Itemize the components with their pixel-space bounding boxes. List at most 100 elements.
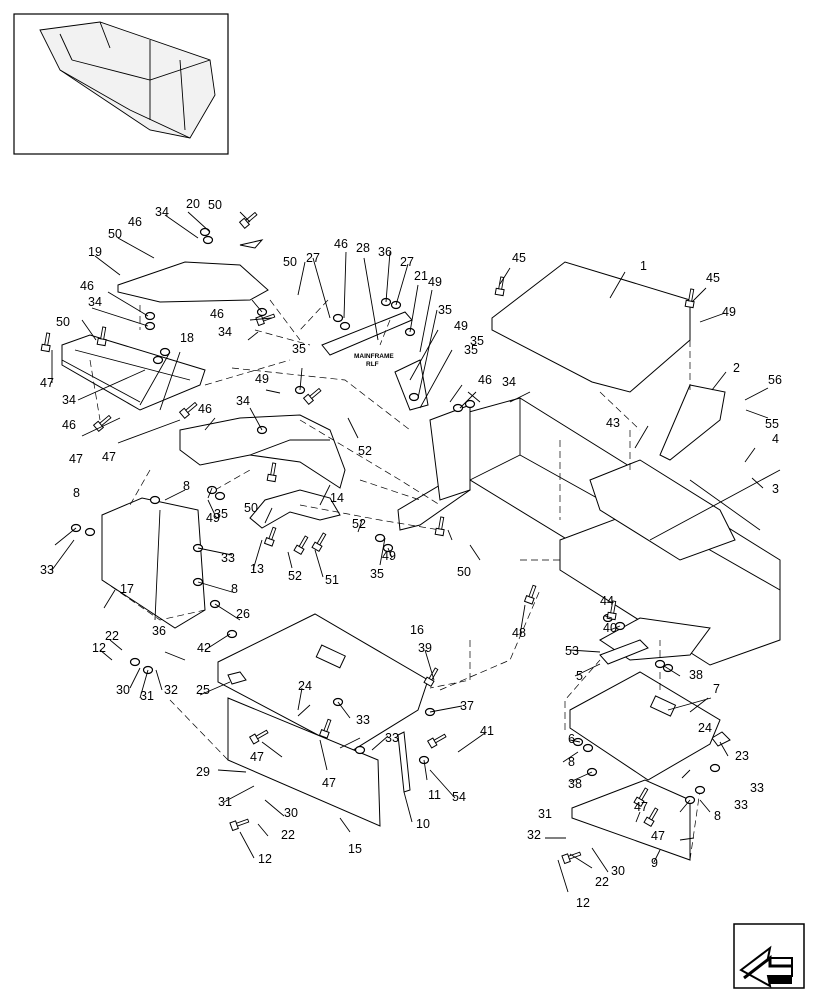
callout-19: 19 (88, 245, 102, 259)
callout-47-6: 47 (634, 800, 648, 814)
panel-9 (571, 779, 691, 861)
callout-50-4: 50 (56, 315, 70, 329)
callout-25: 25 (196, 683, 210, 697)
callout-46-7: 46 (334, 237, 348, 251)
callout-35-5: 35 (370, 567, 384, 581)
callout-46-3: 46 (210, 307, 224, 321)
washer-glyph (408, 392, 420, 402)
callout-47: 47 (40, 376, 54, 390)
fastener-glyphs (40, 211, 721, 865)
bolt-glyph (434, 516, 445, 537)
callout-5: 5 (576, 669, 583, 683)
callout-34-3: 34 (218, 325, 232, 339)
washer-glyph (354, 745, 366, 755)
callout-50-6: 50 (457, 565, 471, 579)
callout-46-4: 46 (62, 418, 76, 432)
callout-13: 13 (250, 562, 264, 576)
callout-2: 2 (733, 361, 740, 375)
callout-52-2: 52 (352, 517, 366, 531)
callout-7: 7 (713, 682, 720, 696)
callout-47-3: 47 (102, 450, 116, 464)
washer-glyph (339, 321, 351, 331)
assembly-lines (89, 299, 701, 861)
callout-47-4: 47 (250, 750, 264, 764)
bolt-glyph (229, 818, 250, 832)
callout-43: 43 (606, 416, 620, 430)
callout-34-2: 34 (88, 295, 102, 309)
callout-35-2: 35 (470, 334, 484, 348)
callout-6: 6 (568, 732, 575, 746)
callout-52: 52 (358, 444, 372, 458)
washer-glyph (464, 399, 476, 409)
callout-12: 12 (92, 641, 106, 655)
bolt-glyph (238, 211, 258, 229)
bracket-21 (394, 359, 429, 411)
callout-33-3: 33 (356, 713, 370, 727)
callout-50-2: 50 (108, 227, 122, 241)
bolt-glyph (302, 387, 322, 405)
mainframe-sublabel: RLF (366, 361, 379, 368)
mainframe-label: MAINFRAME (354, 353, 394, 360)
bolt-glyph (178, 401, 198, 419)
callout-46-5: 46 (198, 402, 212, 416)
callout-32: 32 (164, 683, 178, 697)
callout-37: 37 (460, 699, 474, 713)
washer-glyph (332, 313, 344, 323)
callout-46: 46 (128, 215, 142, 229)
callout-34-6: 34 (502, 375, 516, 389)
washer-glyph (374, 533, 386, 543)
callout-50-5: 50 (244, 501, 258, 515)
bolt-glyph (263, 526, 277, 547)
callout-35-3: 35 (464, 343, 478, 357)
callout-24: 24 (298, 679, 312, 693)
callout-31-3: 31 (538, 807, 552, 821)
callout-49: 49 (428, 275, 442, 289)
washer-glyph (654, 659, 666, 669)
washer-glyph (214, 491, 226, 501)
callout-14: 14 (330, 491, 344, 505)
cover-panel-1 (491, 261, 691, 393)
washer-glyph (149, 495, 161, 505)
callout-28: 28 (356, 241, 370, 255)
fender-13 (249, 489, 341, 529)
callout-22-3: 22 (595, 875, 609, 889)
callout-30: 30 (116, 683, 130, 697)
callout-44: 44 (600, 594, 614, 608)
washer-glyph (206, 485, 218, 495)
plate-19 (117, 261, 269, 303)
callout-53: 53 (565, 644, 579, 658)
callout-12-2: 12 (258, 852, 272, 866)
bolt-glyph (423, 667, 439, 688)
leader-lines (51, 211, 769, 893)
callout-30-2: 30 (284, 806, 298, 820)
callout-18: 18 (180, 331, 194, 345)
callout-50-3: 50 (283, 255, 297, 269)
navigation-arrow-icon[interactable] (733, 923, 805, 989)
callout-40: 40 (603, 621, 617, 635)
callout-47-5: 47 (322, 776, 336, 790)
bolt-glyph (684, 288, 695, 309)
callout-15: 15 (348, 842, 362, 856)
callout-16: 16 (410, 623, 424, 637)
callout-31-2: 31 (218, 795, 232, 809)
callout-24-2: 24 (698, 721, 712, 735)
callout-8-4: 8 (568, 755, 575, 769)
callout-11: 11 (428, 788, 441, 802)
callout-51: 51 (325, 573, 339, 587)
washer-glyph (694, 785, 706, 795)
bolt-glyph (266, 462, 277, 483)
cover-panel-16 (217, 613, 429, 753)
callout-33-5: 33 (750, 781, 764, 795)
callout-33: 33 (40, 563, 54, 577)
bolt-glyph (40, 332, 51, 353)
callout-23: 23 (735, 749, 749, 763)
callout-49-5: 49 (382, 549, 396, 563)
callout-35: 35 (292, 342, 306, 356)
callout-22-2: 22 (281, 828, 295, 842)
plate-18 (61, 334, 206, 411)
callout-33-4: 33 (385, 731, 399, 745)
washer-glyph (144, 311, 156, 321)
callout-56: 56 (768, 373, 782, 387)
